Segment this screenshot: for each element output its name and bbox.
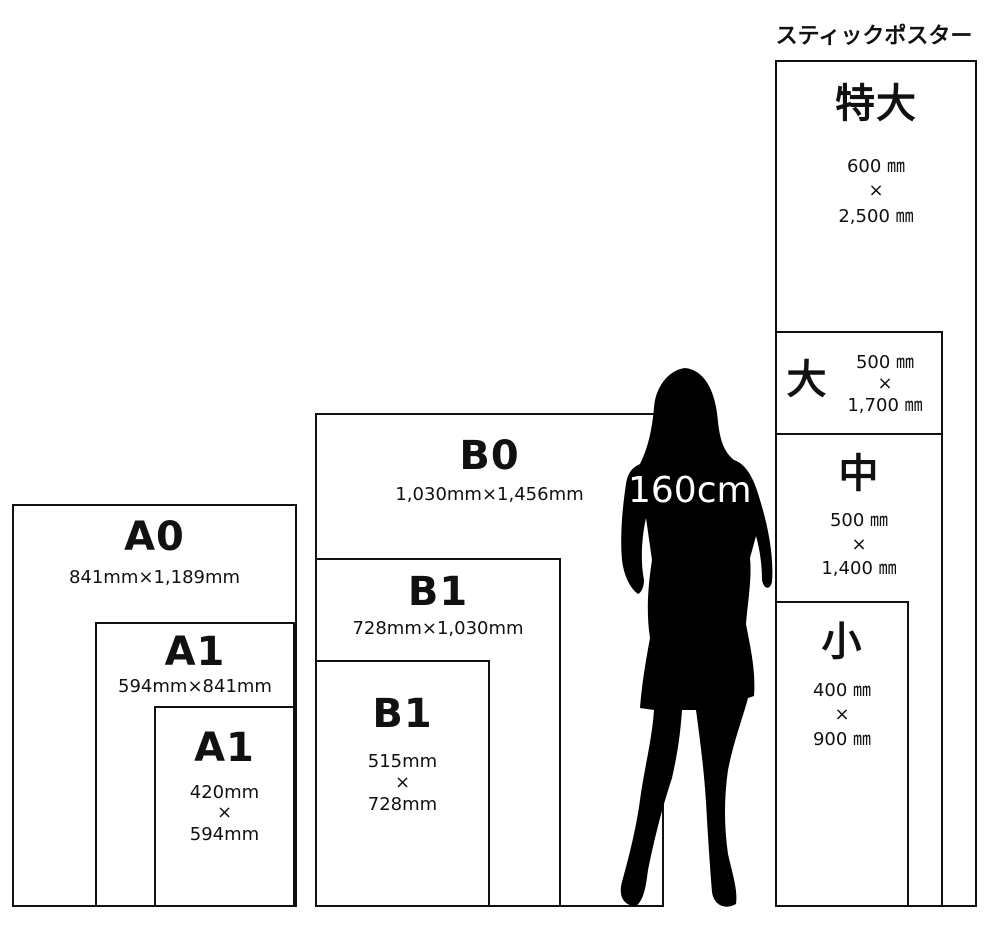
b0-size: 1,030mm×1,456mm [395, 484, 584, 505]
a0-size: 841mm×1,189mm [68, 567, 241, 588]
a1-small-label: A1 [194, 725, 255, 771]
stick-xl-height: 2,500 ㎜ [838, 206, 914, 227]
stick-l-times: × [877, 373, 893, 394]
stick-l-width: 500 ㎜ [855, 352, 915, 373]
stick-s-height: 900 ㎜ [812, 729, 872, 750]
stick-m-width: 500 ㎜ [829, 510, 889, 531]
a1-label: A1 [164, 629, 226, 675]
b1-small-box [315, 660, 490, 907]
stick-l-height: 1,700 ㎜ [847, 395, 923, 416]
stick-m-times: × [851, 534, 867, 555]
stick-s-times: × [834, 704, 850, 725]
stick-xl-label: 特大 [835, 81, 917, 127]
stick-s-box [775, 601, 909, 907]
stick-m-height: 1,400 ㎜ [821, 558, 897, 579]
b1-small-height: 728mm [367, 794, 438, 815]
stick-l-label: 大 [786, 357, 828, 403]
b1-label: B1 [407, 569, 469, 615]
stick-poster-title: スティックポスター [775, 24, 973, 49]
person-silhouette-icon [620, 368, 773, 907]
stick-xl-width: 600 ㎜ [846, 156, 906, 177]
b1-small-times: × [394, 772, 411, 793]
stick-s-width: 400 ㎜ [812, 680, 872, 701]
a1-size: 594mm×841mm [118, 676, 272, 697]
b1-small-label: B1 [372, 691, 433, 737]
a1-small-times: × [216, 802, 233, 823]
b0-label: B0 [459, 433, 520, 479]
stick-m-label: 中 [838, 451, 880, 497]
a1-small-height: 594mm [189, 824, 260, 845]
b1-size: 728mm×1,030mm [352, 618, 524, 639]
a0-label: A0 [124, 514, 185, 560]
stick-xl-times: × [868, 180, 884, 201]
b1-small-width: 515mm [367, 751, 438, 772]
a1-small-box [154, 706, 295, 907]
a1-small-width: 420mm [189, 782, 260, 803]
stick-s-label: 小 [821, 619, 863, 665]
person-height-label: 160cm [628, 470, 752, 511]
